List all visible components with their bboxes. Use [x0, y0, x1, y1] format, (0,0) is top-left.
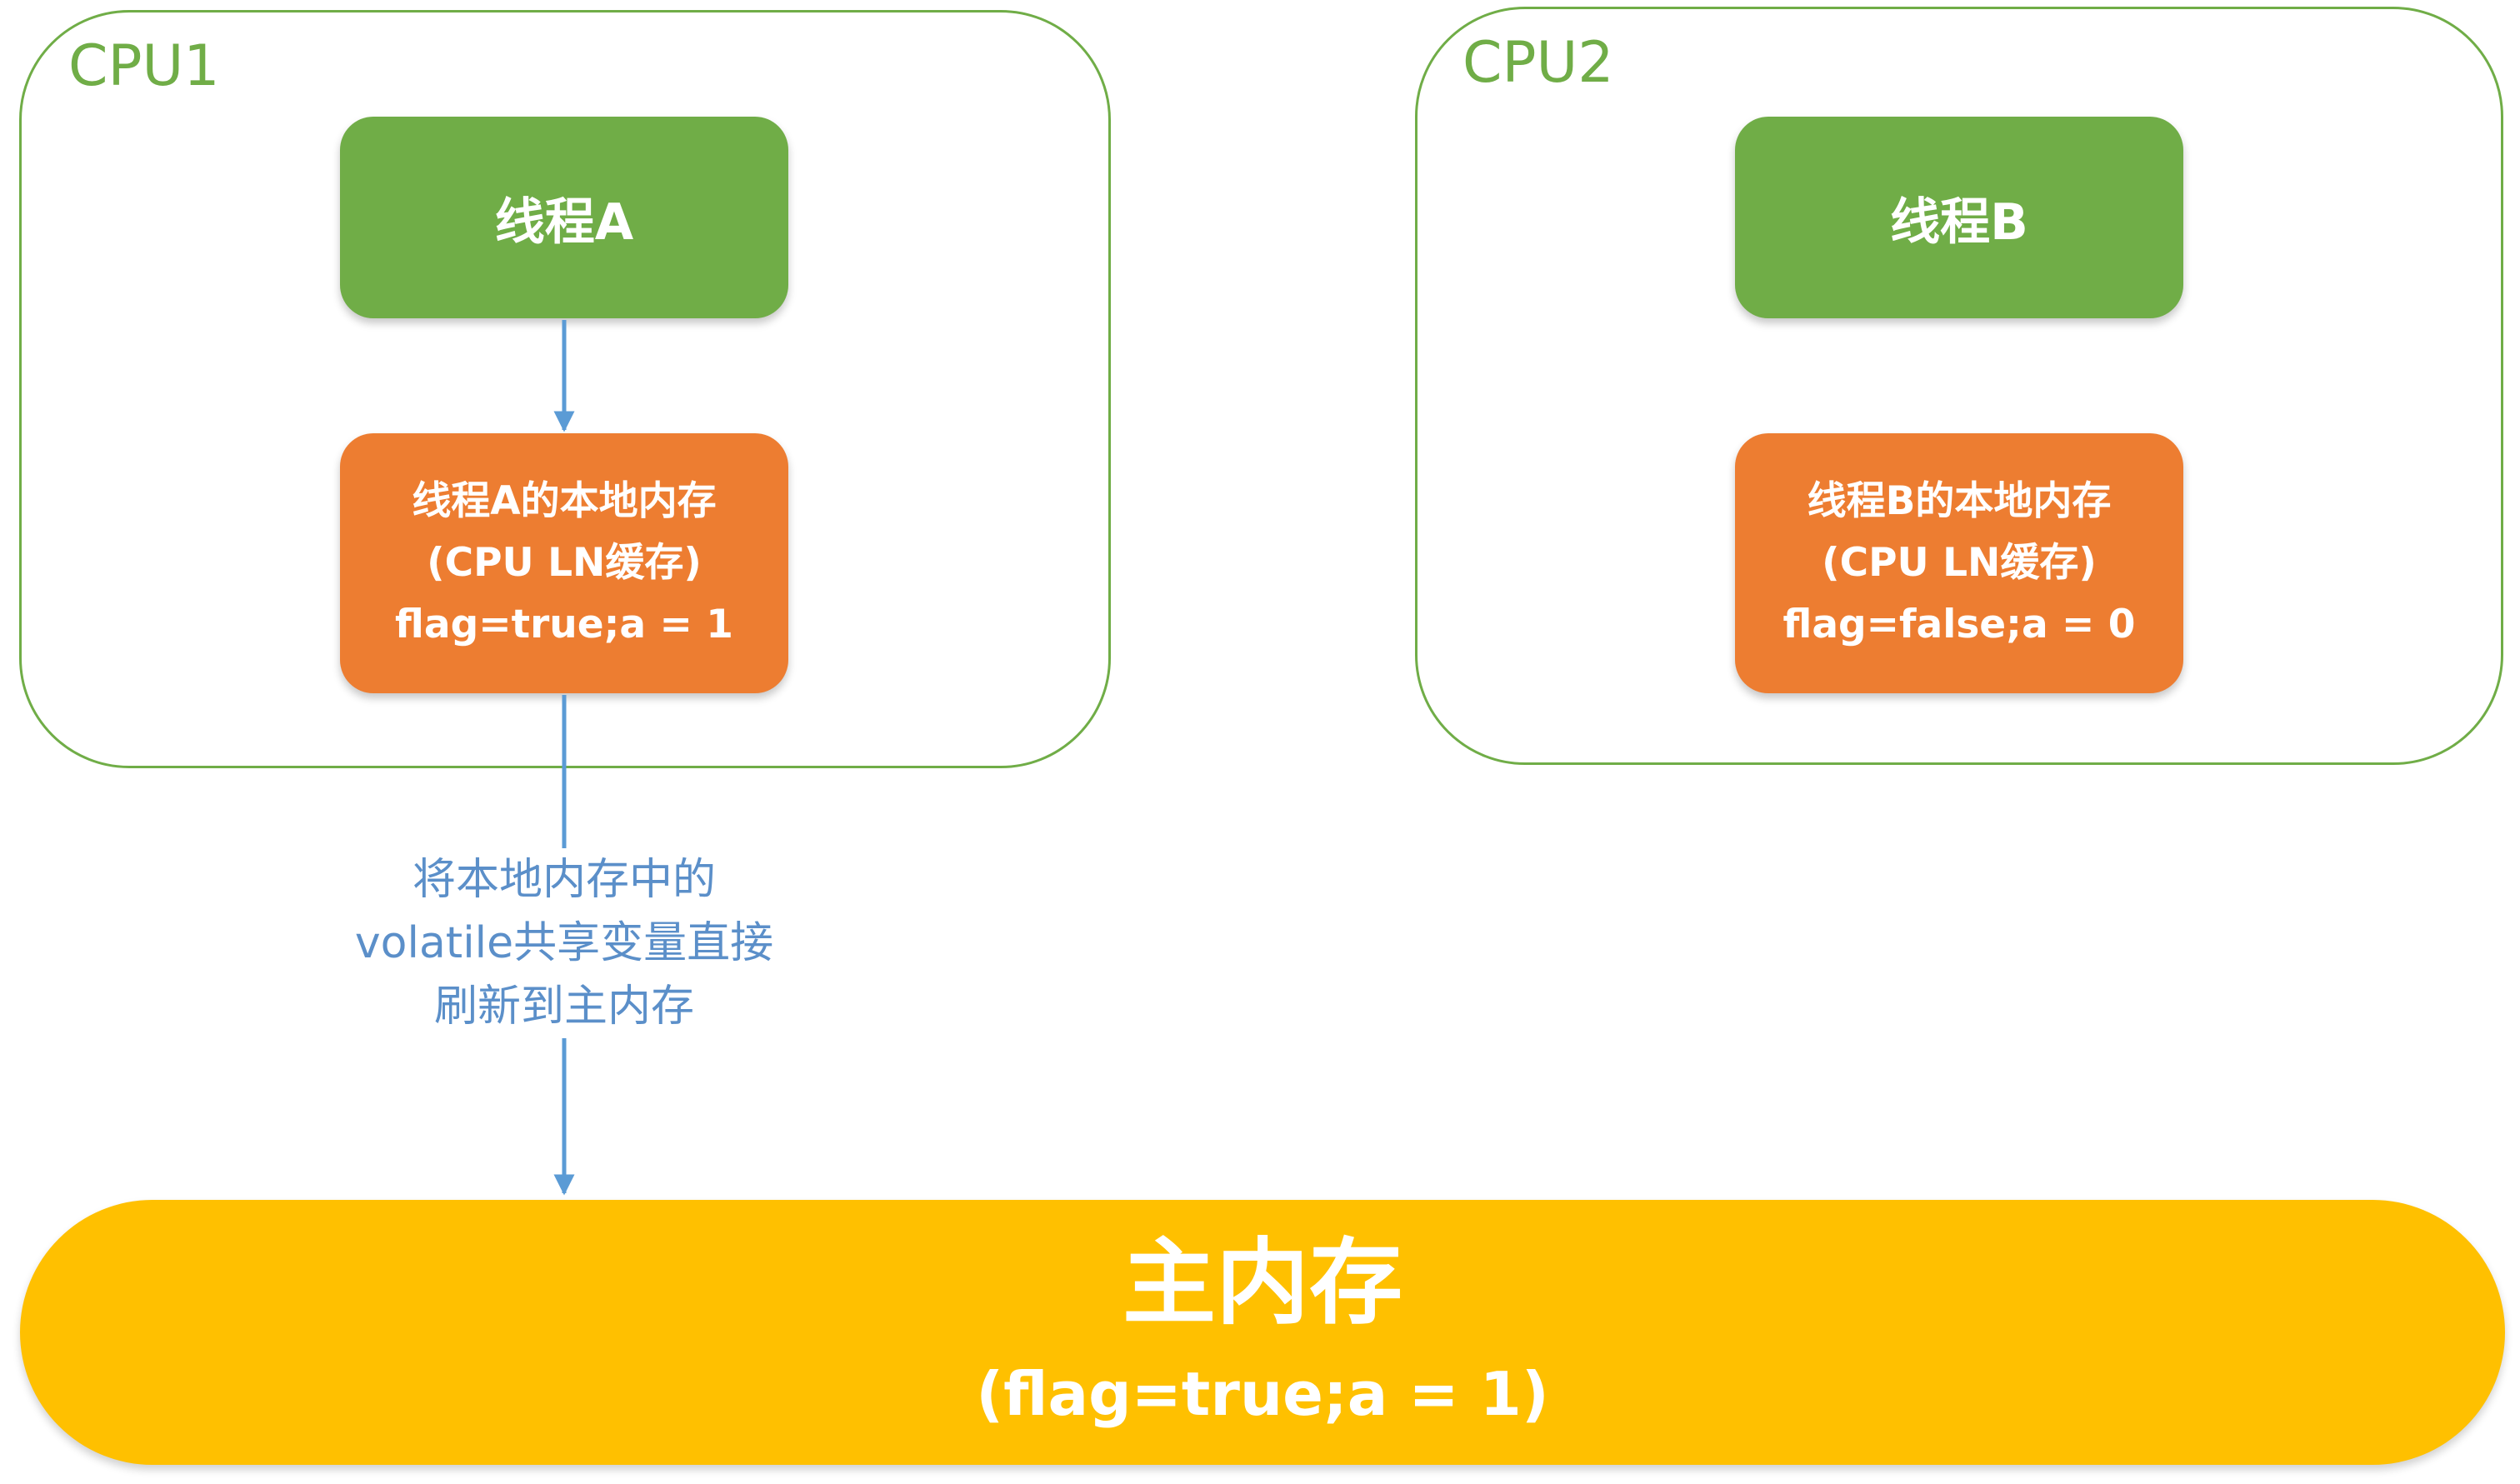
thread-b-cache-level: (CPU LN缓存) [1822, 540, 2097, 586]
thread-a-variables: flag=true;a = 1 [395, 602, 733, 647]
main-memory-variables: (flag=true;a = 1) [976, 1359, 1549, 1429]
flush-note-line-2: volatile共享变量直接 [354, 918, 774, 968]
thread-b-local-memory-title: 线程B的本地内存 [1807, 478, 2112, 524]
flush-to-main-memory-note: 将本地内存中的 volatile共享变量直接 刷新到主内存 [314, 848, 814, 1038]
flush-note-line-1: 将本地内存中的 [412, 855, 716, 905]
cpu2-label: CPU2 [1462, 30, 1614, 96]
thread-a-local-memory-box: 线程A的本地内存 (CPU LN缓存) flag=true;a = 1 [340, 433, 788, 693]
thread-a-cache-level: (CPU LN缓存) [427, 540, 702, 586]
thread-a-box: 线程A [340, 117, 788, 318]
thread-a-local-memory-title: 线程A的本地内存 [412, 478, 717, 524]
main-memory-title: 主内存 [1122, 1229, 1402, 1337]
flush-note-line-3: 刷新到主内存 [433, 982, 694, 1032]
main-memory-box: 主内存 (flag=true;a = 1) [20, 1200, 2505, 1465]
thread-b-variables: flag=false;a = 0 [1782, 602, 2136, 647]
thread-b-box: 线程B [1735, 117, 2183, 318]
thread-b-local-memory-box: 线程B的本地内存 (CPU LN缓存) flag=false;a = 0 [1735, 433, 2183, 693]
cpu1-label: CPU1 [68, 33, 220, 99]
